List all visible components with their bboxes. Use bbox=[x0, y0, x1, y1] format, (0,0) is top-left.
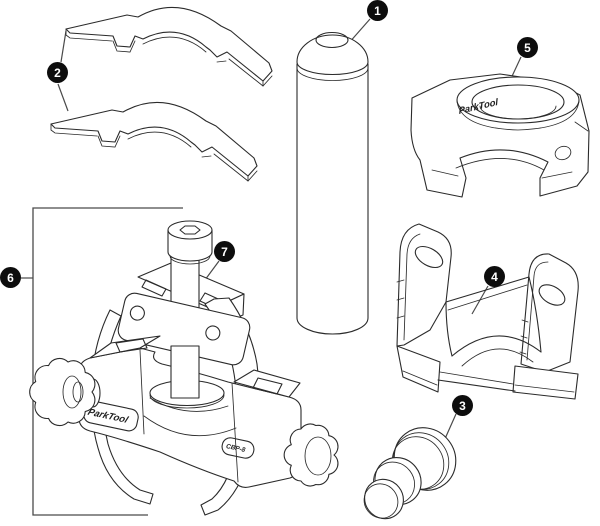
part-1-adaptor-sleeve bbox=[296, 31, 369, 335]
leader-3 bbox=[443, 413, 457, 442]
crossbar-right-pivot bbox=[205, 325, 221, 341]
callout-number: 1 bbox=[374, 3, 381, 18]
bracket-left-ear bbox=[396, 223, 452, 347]
callout-badge-2: 2 bbox=[47, 62, 68, 83]
callout-badge-5: 5 bbox=[517, 37, 538, 58]
part-3-stepped-bushing bbox=[363, 427, 457, 520]
hex-socket bbox=[179, 225, 201, 235]
callout-badge-4: 4 bbox=[484, 266, 505, 287]
backing-plate-upper bbox=[65, 6, 273, 87]
bracket-left-foot bbox=[396, 345, 441, 393]
callout-badge-7: 7 bbox=[214, 241, 235, 262]
backing-plate-lower bbox=[50, 101, 258, 182]
right-knob bbox=[283, 423, 339, 487]
bracket-right-ear bbox=[520, 253, 579, 373]
part-4-support-bracket bbox=[396, 223, 579, 400]
bracket-web-top bbox=[445, 276, 530, 303]
bracket-right-hole bbox=[538, 284, 566, 306]
clamp-ring-outer bbox=[456, 76, 580, 124]
model-label-plate: CBP-8 bbox=[221, 437, 255, 459]
left-knob bbox=[29, 357, 101, 427]
callout-number: 4 bbox=[491, 269, 498, 284]
clamp-peg bbox=[554, 145, 572, 161]
bracket-left-hole bbox=[414, 245, 444, 269]
callout-number: 2 bbox=[54, 65, 61, 80]
callout-badge-6: 6 bbox=[0, 267, 21, 288]
left-knob-scallop bbox=[29, 357, 96, 427]
bushing-small-end bbox=[364, 478, 404, 520]
right-knob-scallop bbox=[283, 423, 339, 487]
leader-2b bbox=[57, 83, 69, 112]
callout-badge-1: 1 bbox=[367, 0, 388, 21]
callout-number: 7 bbox=[221, 244, 228, 259]
part-5-bearing-clamp: ParkTool bbox=[410, 73, 590, 198]
callout-number: 6 bbox=[7, 270, 14, 285]
callout-number: 3 bbox=[459, 398, 466, 413]
callout-number: 5 bbox=[524, 40, 531, 55]
crossbar-left-pivot bbox=[129, 305, 145, 321]
screw-head-top bbox=[167, 220, 213, 240]
callout-6-bracket bbox=[32, 207, 183, 516]
sleeve-top-boss bbox=[315, 31, 349, 49]
screw-threads-lower bbox=[170, 345, 200, 399]
callout-badge-3: 3 bbox=[452, 395, 473, 416]
sleeve-dome bbox=[296, 34, 369, 76]
bracket-arch-outer bbox=[451, 335, 542, 357]
part-7-puller-assembly: ParkTool CBP-8 bbox=[29, 220, 339, 516]
yoke-left-slot bbox=[141, 279, 167, 297]
leader-2a bbox=[60, 30, 67, 63]
part-2-backing-plates bbox=[50, 6, 273, 182]
bracket-right-foot bbox=[512, 365, 579, 400]
model-label-text: CBP-8 bbox=[225, 443, 246, 454]
sleeve-body bbox=[296, 63, 369, 335]
bracket-arch-inner bbox=[461, 348, 534, 367]
